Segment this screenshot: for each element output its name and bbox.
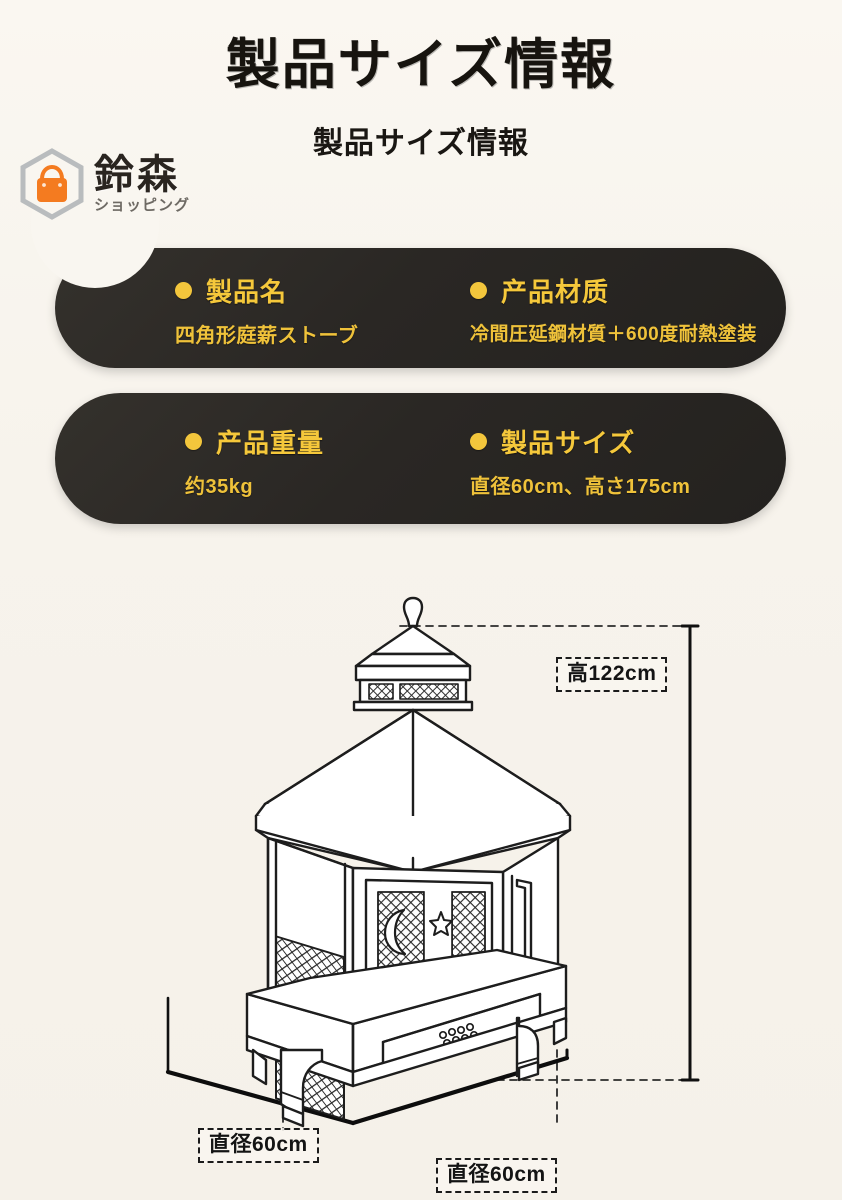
bullet-dot-icon xyxy=(470,433,487,450)
bullet-dot-icon xyxy=(175,282,192,299)
spec-value: 冷間圧延鋼材質＋600度耐熱塗装 xyxy=(470,324,757,345)
page-subtitle: 製品サイズ情報 xyxy=(312,127,530,160)
spec-cell-weight: 产品重量 约35kg xyxy=(185,423,324,499)
spec-cell-product-name: 製品名 四角形庭薪ストーブ xyxy=(175,272,358,348)
spec-cell-header: 製品名 xyxy=(175,272,358,309)
dimension-label-height: 高122cm xyxy=(556,657,668,693)
spec-cell-header: 产品材质 xyxy=(470,272,757,309)
dimension-label-width: 直径60cm xyxy=(436,1158,557,1194)
product-illustration xyxy=(0,580,842,1200)
spec-value: 四角形庭薪ストーブ xyxy=(175,325,359,347)
spec-value: 约35kg xyxy=(185,476,254,498)
spec-label: 製品サイズ xyxy=(501,428,636,458)
spec-cell-size: 製品サイズ 直径60cm、高さ175cm xyxy=(470,423,690,499)
bullet-dot-icon xyxy=(185,433,202,450)
logo-wordmark: 鈴森 ショッピング xyxy=(94,155,190,213)
spec-card-product: 製品名 四角形庭薪ストーブ 产品材质 冷間圧延鋼材質＋600度耐熱塗装 xyxy=(33,162,786,368)
spec-value: 直径60cm、高さ175cm xyxy=(470,476,691,498)
brand-logo[interactable]: 鈴森 ショッピング xyxy=(18,148,190,220)
spec-label: 製品名 xyxy=(206,277,288,307)
logo-tagline: ショッピング xyxy=(94,197,191,214)
spec-cell-material: 产品材质 冷間圧延鋼材質＋600度耐熱塗装 xyxy=(470,272,757,346)
spec-label: 产品重量 xyxy=(216,428,325,458)
bullet-dot-icon xyxy=(470,282,487,299)
spec-card-weight-size: 产品重量 约35kg 製品サイズ 直径60cm、高さ175cm xyxy=(55,393,786,524)
spec-label: 产品材质 xyxy=(501,277,610,307)
page-title: 製品サイズ情報 xyxy=(225,35,617,95)
spec-cell-header: 产品重量 xyxy=(185,423,324,460)
spec-cell-header: 製品サイズ xyxy=(470,423,690,460)
dimension-label-depth: 直径60cm xyxy=(198,1128,319,1164)
logo-name: 鈴森 xyxy=(94,153,180,197)
shopping-bag-hexagon-icon xyxy=(18,148,86,220)
